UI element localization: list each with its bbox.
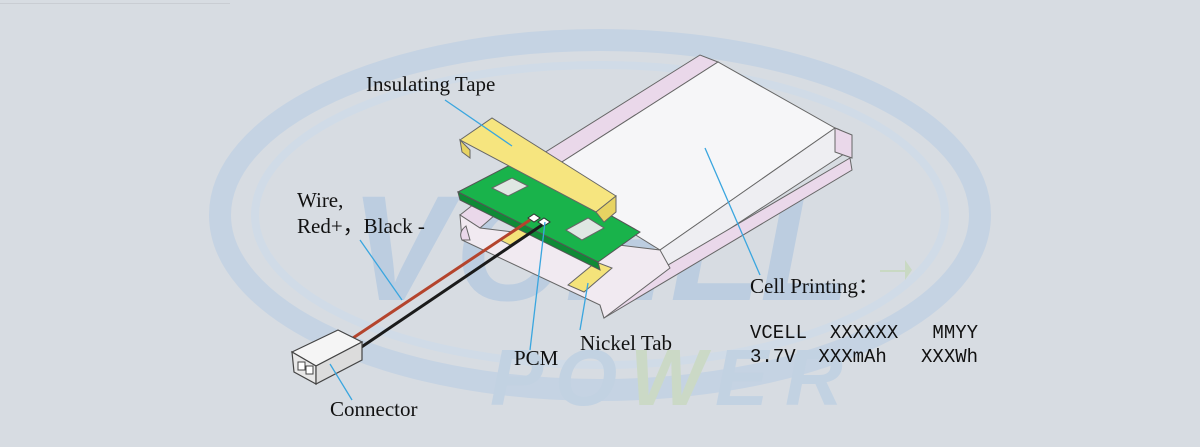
leader-pcm xyxy=(529,221,546,351)
connector-pin-slot xyxy=(305,365,314,375)
watermark-letter: R xyxy=(785,333,843,422)
watermark-power: P O W E R xyxy=(490,333,843,422)
watermark-letter: P xyxy=(490,333,544,422)
watermark-plus-mark xyxy=(880,260,912,280)
tape-right-fold xyxy=(595,194,617,223)
label-wire-line1: Wire, xyxy=(297,188,344,212)
wires xyxy=(349,218,543,350)
leader-lines xyxy=(329,99,761,401)
pcm-solder-point xyxy=(527,213,541,223)
connector-side xyxy=(315,341,363,385)
leader-connector xyxy=(329,363,353,401)
connector xyxy=(290,329,364,386)
cell-end-flap xyxy=(834,127,853,159)
label-insulating-tape: Insulating Tape xyxy=(366,72,496,96)
leader-wire xyxy=(359,239,403,301)
top-divider xyxy=(0,3,230,4)
cell-tray-corner xyxy=(460,225,471,241)
watermark-letter: O xyxy=(555,333,617,422)
leader-nickel-tab xyxy=(579,282,589,331)
label-wire-line2: Red+，Black - xyxy=(297,214,425,238)
wire-red xyxy=(349,218,531,342)
label-pcm: PCM xyxy=(514,346,559,370)
watermark-ring xyxy=(209,29,991,401)
watermark-inner-ring xyxy=(251,61,949,369)
label-nickel-tab: Nickel Tab xyxy=(580,331,673,355)
wire-black xyxy=(359,223,543,350)
battery-cell xyxy=(459,54,853,319)
watermark-letter: W xyxy=(630,333,712,422)
label-connector: Connector xyxy=(330,397,418,421)
connector-pin-slot xyxy=(297,361,306,371)
watermark-letter: V xyxy=(350,164,461,332)
watermark-letter: E xyxy=(715,333,771,422)
leader-cell-printing xyxy=(704,147,761,276)
cell-printing-line2: 3.7V XXXmAh XXXWh xyxy=(750,346,979,368)
nickel-tab-strip xyxy=(567,261,613,293)
pcm-board xyxy=(456,161,641,271)
cell-printing-line1: VCELL XXXXXX MMYY xyxy=(750,322,979,344)
tape-left-fold xyxy=(459,138,471,159)
pcm-board-edge xyxy=(457,191,601,271)
pcm-pad xyxy=(565,217,605,241)
pcm-pad xyxy=(490,177,530,197)
label-cell-printing: Cell Printing： xyxy=(750,274,879,298)
leader-insulating-tape xyxy=(444,99,513,147)
